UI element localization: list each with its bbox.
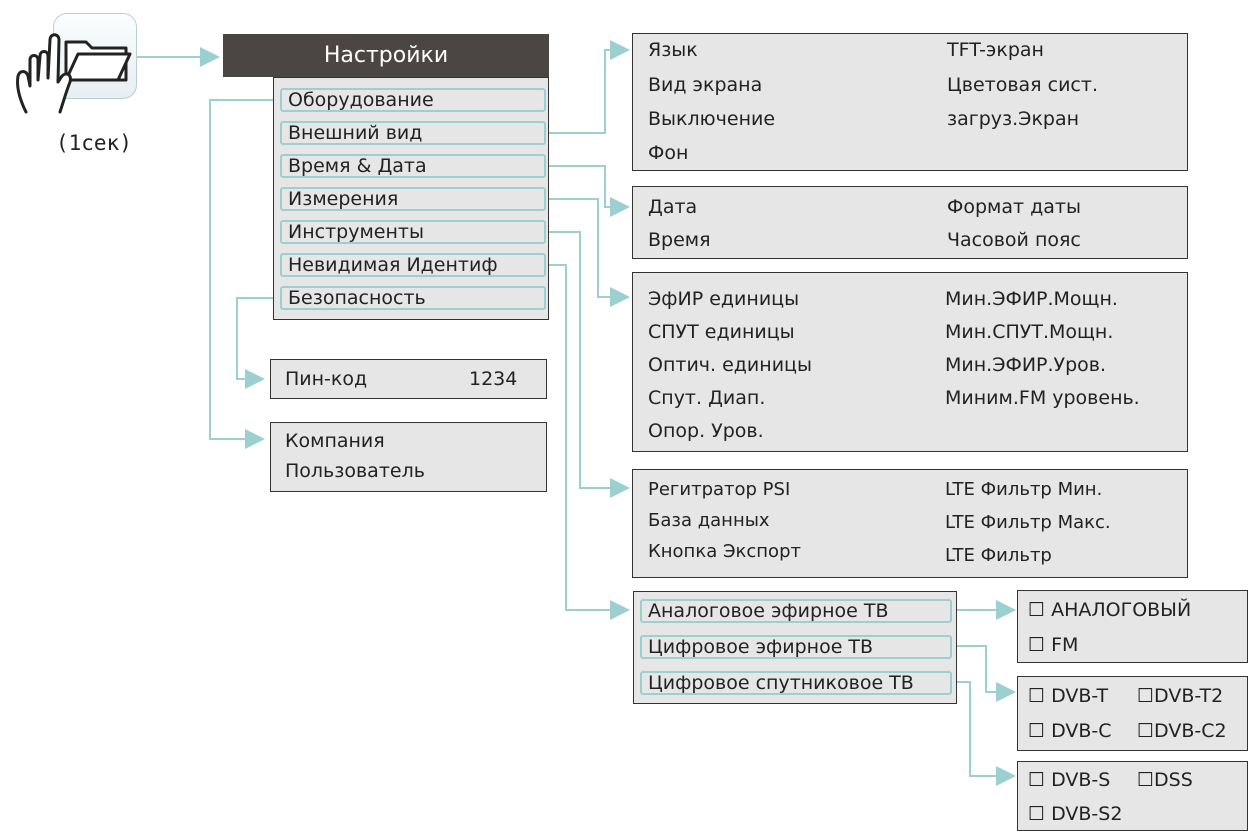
measurement-option: Мин.ЭФИР.Мощн. bbox=[945, 288, 1118, 310]
datetime-option: Формат даты bbox=[947, 196, 1081, 218]
tool-option: Регитратор PSI bbox=[648, 479, 791, 500]
hardware-line: Пользователь bbox=[285, 460, 425, 482]
dtt-options-box: ☐ DVB-T ☐DVB-T2 ☐ DVB-C ☐DVB-C2 bbox=[1017, 676, 1248, 751]
measurement-option: Миним.FM уровень. bbox=[945, 387, 1140, 409]
measurement-option: Опор. Уров. bbox=[648, 420, 764, 442]
menu-item-measurements[interactable]: Измерения bbox=[280, 187, 546, 211]
settings-menu: Оборудование Внешний вид Время & Дата Из… bbox=[273, 77, 549, 320]
appearance-box: Язык Вид экрана Выключение Фон TFT-экран… bbox=[632, 33, 1188, 171]
checkbox-dvb-c2[interactable]: ☐DVB-C2 bbox=[1137, 720, 1227, 742]
checkbox-label: АНАЛОГОВЫЙ bbox=[1051, 599, 1192, 621]
pin-code-label: Пин-код bbox=[285, 368, 368, 390]
measurement-option: СПУТ единицы bbox=[648, 321, 795, 343]
digital-satellite-tv-item[interactable]: Цифровое спутниковое ТВ bbox=[640, 671, 952, 695]
sat-options-box: ☐ DVB-S ☐DSS ☐ DVB-S2 bbox=[1017, 761, 1248, 831]
connector-dtt bbox=[957, 645, 1016, 702]
checkbox-analog[interactable]: ☐ АНАЛОГОВЫЙ bbox=[1028, 599, 1192, 621]
checkbox-dvb-c[interactable]: ☐ DVB-C bbox=[1028, 720, 1112, 742]
appearance-option: Цветовая сист. bbox=[947, 74, 1098, 96]
hand-tap-folder-icon bbox=[16, 33, 132, 114]
connector-sat bbox=[957, 681, 1016, 786]
checkbox-dvb-t[interactable]: ☐ DVB-T bbox=[1028, 685, 1109, 707]
datetime-option: Часовой пояс bbox=[947, 229, 1081, 251]
connector-datetime bbox=[549, 165, 630, 217]
checkbox-label: DVB-C2 bbox=[1154, 720, 1227, 742]
measurements-box: ЭфИР единицы СПУТ единицы Оптич. единицы… bbox=[632, 272, 1188, 452]
tool-option: База данных bbox=[648, 510, 770, 531]
checkbox-dvb-t2[interactable]: ☐DVB-T2 bbox=[1137, 685, 1224, 707]
checkbox-dvb-s2[interactable]: ☐ DVB-S2 bbox=[1028, 803, 1123, 825]
analog-options-box: ☐ АНАЛОГОВЫЙ ☐ FM bbox=[1017, 590, 1248, 663]
measurement-option: Спут. Диап. bbox=[648, 387, 766, 409]
checkbox-dvb-s[interactable]: ☐ DVB-S bbox=[1028, 769, 1111, 791]
tool-option: LTE Фильтр Мин. bbox=[945, 479, 1103, 500]
menu-item-tools[interactable]: Инструменты bbox=[280, 220, 546, 244]
connector-measure bbox=[549, 198, 630, 307]
checkbox-label: DSS bbox=[1154, 769, 1193, 791]
tool-option: LTE Фильтр bbox=[945, 545, 1052, 566]
tool-option: LTE Фильтр Макс. bbox=[945, 512, 1111, 533]
appearance-option: Вид экрана bbox=[648, 74, 763, 96]
settings-title: Настройки bbox=[223, 34, 549, 77]
appearance-option: Фон bbox=[648, 142, 689, 164]
appearance-option: загруз.Экран bbox=[947, 108, 1080, 130]
tools-box: Регитратор PSI База данных Кнопка Экспор… bbox=[632, 469, 1188, 578]
connector-appearance bbox=[549, 40, 630, 134]
hardware-line: Компания bbox=[285, 430, 385, 452]
hold-duration-caption: (1сек) bbox=[56, 131, 132, 155]
appearance-option: Выключение bbox=[648, 108, 776, 130]
menu-item-security[interactable]: Безопасность bbox=[280, 286, 546, 310]
measurement-option: Оптич. единицы bbox=[648, 354, 812, 376]
connector-invisible bbox=[549, 264, 630, 620]
checkbox-label: DVB-S2 bbox=[1051, 803, 1123, 825]
checkbox-dss[interactable]: ☐DSS bbox=[1137, 769, 1193, 791]
datetime-option: Дата bbox=[648, 196, 698, 218]
datetime-option: Время bbox=[648, 229, 711, 251]
connector-hardware bbox=[209, 99, 279, 449]
checkbox-fm[interactable]: ☐ FM bbox=[1028, 634, 1079, 656]
checkbox-label: FM bbox=[1051, 634, 1079, 656]
tool-option: Кнопка Экспорт bbox=[648, 541, 801, 562]
checkbox-label: DVB-S bbox=[1051, 769, 1111, 791]
datetime-box: Дата Время Формат даты Часовой пояс bbox=[632, 186, 1188, 259]
analog-tv-item[interactable]: Аналоговое эфирное ТВ bbox=[640, 599, 952, 623]
menu-item-datetime[interactable]: Время & Дата bbox=[280, 154, 546, 178]
appearance-option: TFT-экран bbox=[947, 39, 1044, 61]
digital-terrestrial-tv-item[interactable]: Цифровое эфирное ТВ bbox=[640, 635, 952, 659]
hardware-box: Компания Пользователь bbox=[270, 422, 547, 492]
pin-code-box: Пин-код 1234 bbox=[270, 359, 547, 399]
checkbox-label: DVB-C bbox=[1051, 720, 1112, 742]
connector-tools bbox=[549, 231, 630, 498]
checkbox-label: DVB-T2 bbox=[1154, 685, 1224, 707]
invisible-id-box: Аналоговое эфирное ТВ Цифровое эфирное Т… bbox=[633, 591, 957, 704]
appearance-option: Язык bbox=[648, 39, 698, 61]
menu-item-invisible-id[interactable]: Невидимая Идентиф bbox=[280, 253, 546, 277]
connector-security bbox=[236, 297, 279, 389]
measurement-option: Мин.ЭФИР.Уров. bbox=[945, 354, 1107, 376]
menu-item-appearance[interactable]: Внешний вид bbox=[280, 121, 546, 145]
menu-item-hardware[interactable]: Оборудование bbox=[280, 88, 546, 112]
pin-code-value: 1234 bbox=[469, 368, 518, 390]
measurement-option: Мин.СПУТ.Мощн. bbox=[945, 321, 1114, 343]
measurement-option: ЭфИР единицы bbox=[648, 288, 800, 310]
checkbox-label: DVB-T bbox=[1051, 685, 1109, 707]
